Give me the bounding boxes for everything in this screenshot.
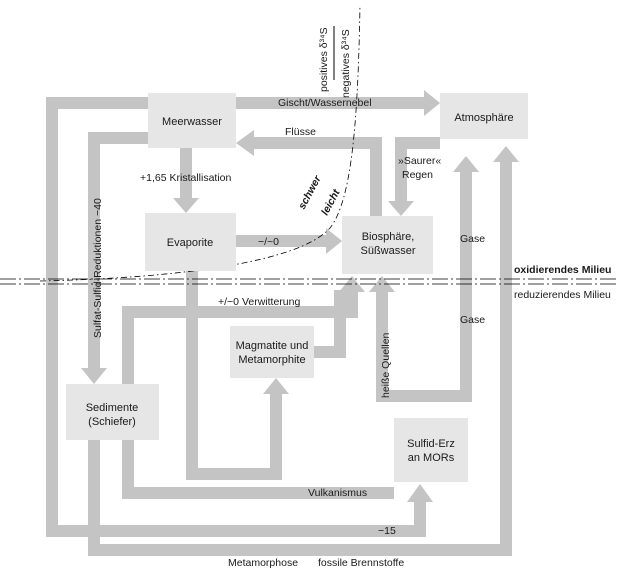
label-heisse-quellen: heiße Quellen — [380, 332, 392, 398]
arrow-gase — [460, 170, 472, 402]
arrow-evap-bio — [236, 235, 328, 247]
arrow-magm-up — [270, 392, 282, 480]
arrow-evap-bottom — [186, 468, 282, 480]
sulfid-erz-label-line1: Sulfid-Erz — [407, 438, 455, 450]
meerwasser-label: Meerwasser — [162, 116, 222, 128]
arrow-fluesse-horizontal — [252, 137, 382, 149]
milieu-labels: oxidierendes Milieu reduzierendes Milieu — [514, 264, 611, 301]
sedimente-label-line1: Sedimente — [86, 402, 139, 414]
atmosphaere-label: Atmosphäre — [454, 112, 513, 124]
arrow-gase-head — [453, 156, 479, 172]
label-saurer-regen-line1: »Saurer« — [398, 155, 441, 167]
arrow-vulkan-bottom — [122, 487, 394, 499]
arrow-verw-top — [122, 306, 358, 318]
milieu-lines — [0, 4, 616, 285]
label-schwer: schwer — [296, 173, 324, 211]
flow-labels: Gischt/Wassernebel Flüsse +1,65 Kristall… — [92, 27, 485, 569]
arrow-outer-top — [46, 97, 148, 109]
arrow-magm-bio-v — [334, 290, 346, 358]
label-leicht: leicht — [319, 187, 343, 217]
arrow-reduktion-horizontal — [88, 132, 148, 144]
box-atmosphaere — [440, 93, 528, 139]
boxes — [66, 93, 528, 482]
arrow-kristallisation — [180, 140, 192, 200]
label-minus15: −15 — [378, 525, 396, 537]
box-evaporite — [145, 213, 236, 271]
label-negatives: negatives δ³⁴S — [340, 29, 352, 98]
arrow-to-erz-vertical — [414, 500, 426, 537]
arrow-quellen-head — [369, 276, 395, 292]
label-vulkanismus: Vulkanismus — [308, 487, 367, 499]
box-sedimente — [66, 384, 159, 440]
flow-arrows — [46, 90, 519, 556]
arrow-verw-right — [346, 290, 358, 318]
arrow-magm-head — [263, 378, 289, 394]
arrow-fossil-bottom — [88, 544, 512, 556]
label-oxidierend: oxidierendes Milieu — [514, 264, 611, 276]
box-biosphaere — [342, 216, 433, 274]
box-meerwasser — [148, 93, 236, 148]
biosphaere-label-line2: Süßwasser — [360, 245, 415, 257]
label-verwitterung: +/−0 Verwitterung — [218, 296, 300, 308]
arrow-regen-vertical — [395, 137, 407, 203]
arrow-fossil-right — [500, 160, 512, 556]
label-gase-upper: Gase — [460, 233, 485, 245]
arrow-fluesse-head — [236, 130, 254, 156]
biosphaere-label-line1: Biosphäre, — [362, 231, 415, 243]
isotope-divide-curve — [39, 4, 361, 282]
arrow-gischt — [236, 97, 426, 109]
magmatite-label-line1: Magmatite und — [236, 340, 309, 352]
arrow-reduktion-vertical — [88, 132, 100, 370]
magmatite-label-line2: Metamorphite — [238, 354, 305, 366]
arrow-reduktion-head — [81, 368, 107, 384]
arrow-quellen-to-gase — [376, 390, 472, 402]
arrow-evap-down — [186, 258, 198, 480]
label-positives: positives δ³⁴S — [318, 27, 330, 92]
label-evap-flux: −/~0 — [258, 236, 279, 248]
sulfid-erz-label-line2: an MORs — [408, 452, 455, 464]
evaporite-label: Evaporite — [167, 237, 213, 249]
box-magmatite — [230, 326, 314, 378]
label-metamorphose: Metamorphose — [228, 557, 298, 569]
arrow-regen-head — [388, 201, 414, 216]
arrow-outer-bottom — [46, 525, 426, 537]
sedimente-label-line2: (Schiefer) — [88, 416, 136, 428]
arrow-kristallisation-head — [173, 198, 199, 213]
label-sulfat-reduktion: Sulfat-Sulfid-Reduktionen −40 — [92, 198, 104, 338]
box-labels: Meerwasser Atmosphäre Evaporite Biosphär… — [86, 112, 514, 464]
label-kristallisation: +1,65 Kristallisation — [140, 172, 232, 184]
arrow-gischt-head — [424, 90, 440, 116]
arrow-fossil-head — [493, 146, 519, 162]
arrow-to-erz-head — [407, 484, 433, 502]
label-gase-lower: Gase — [460, 314, 485, 326]
label-fossile: fossile Brennstoffe — [318, 557, 404, 569]
arrow-sed-down — [88, 440, 100, 556]
box-sulfid-erz — [394, 418, 468, 482]
label-fluesse: Flüsse — [285, 126, 316, 138]
arrow-evap-bio-head — [326, 228, 342, 254]
label-gischt: Gischt/Wassernebel — [278, 97, 372, 109]
arrow-outer-left — [46, 97, 58, 537]
arrow-quellen — [376, 290, 388, 402]
arrow-fluesse-vertical — [370, 137, 382, 217]
label-saurer-regen-line2: Regen — [402, 169, 433, 181]
label-reduzierend: reduzierendes Milieu — [514, 289, 611, 301]
